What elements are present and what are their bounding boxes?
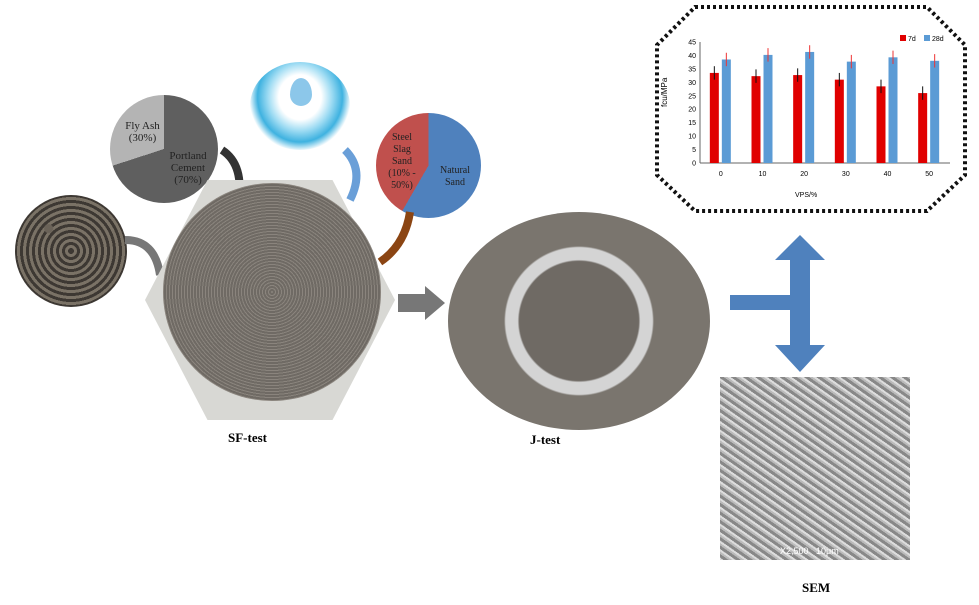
chart-svg: 0 5 10 15 20 25 30 35 40 45 0 10 20 30 40 50 7d 28d fcu/M… (655, 5, 967, 213)
sand-pie-chart (376, 113, 481, 218)
binder-pie-chart (110, 95, 218, 203)
y-tick-label: 5 (692, 147, 696, 154)
sf-test-caption: SF-test (228, 430, 267, 445)
y-tick-label: 0 (692, 161, 696, 168)
y-axis-title: fcu/MPa (660, 77, 669, 107)
x-tick-label: 40 (884, 171, 892, 178)
water-drop-icon (290, 78, 312, 106)
x-tick-label: 20 (800, 171, 808, 178)
bar-7d (876, 86, 886, 163)
right-arrow-icon (398, 286, 445, 320)
bar-28d (888, 57, 898, 163)
legend-swatch (924, 35, 930, 41)
natural-sand-label: Natural Sand (440, 165, 470, 188)
connector-line (730, 295, 800, 310)
double-arrow-icon (775, 235, 825, 372)
x-axis-title: VPS/% (795, 192, 817, 199)
fly-ash-label: Fly Ash(30%) (125, 120, 160, 144)
bar-28d (930, 60, 940, 164)
y-tick-label: 45 (688, 40, 696, 47)
bar-7d (793, 75, 803, 163)
y-tick-label: 20 (688, 107, 696, 114)
slag-label: Steel Slag Sand(10% - 50%) (388, 132, 416, 191)
bar-28d (721, 59, 731, 163)
sf-test-spread (163, 183, 381, 401)
x-tick-label: 30 (842, 171, 850, 178)
j-test-caption: J-test (530, 432, 561, 447)
bar-7d (709, 72, 719, 163)
water-drop-image (250, 62, 350, 150)
legend-label: 7d (908, 36, 916, 43)
sand-arrow-icon (377, 211, 414, 266)
j-test-photo (448, 212, 710, 430)
y-tick-label: 10 (688, 134, 696, 141)
bar-7d (918, 93, 928, 163)
sem-image (720, 377, 910, 560)
bar-28d (846, 61, 856, 163)
x-tick-label: 50 (925, 171, 933, 178)
y-tick-label: 15 (688, 120, 696, 127)
aggregate-arrow-icon (124, 236, 164, 276)
bar-7d (834, 79, 844, 163)
bar-28d (763, 54, 773, 164)
legend-label: 28d (932, 36, 944, 43)
x-tick-label: 0 (719, 171, 723, 178)
y-tick-label: 25 (688, 93, 696, 100)
y-tick-label: 40 (688, 53, 696, 60)
y-tick-label: 30 (688, 80, 696, 87)
sem-caption: SEM (802, 580, 831, 595)
aggregate-photo (15, 195, 127, 307)
legend-swatch (900, 35, 906, 41)
water-arrow-icon (342, 147, 361, 202)
y-tick-label: 35 (688, 66, 696, 73)
sem-scale-bar: X2,500 10μm (780, 546, 839, 556)
cement-label: Portland Cement(70%) (169, 150, 207, 186)
bar-28d (805, 51, 815, 163)
bar-7d (751, 76, 761, 163)
compressive-strength-chart: 0 5 10 15 20 25 30 35 40 45 0 10 20 30 40 50 7d 28d fcu/M… (655, 5, 967, 213)
x-tick-label: 10 (759, 171, 767, 178)
